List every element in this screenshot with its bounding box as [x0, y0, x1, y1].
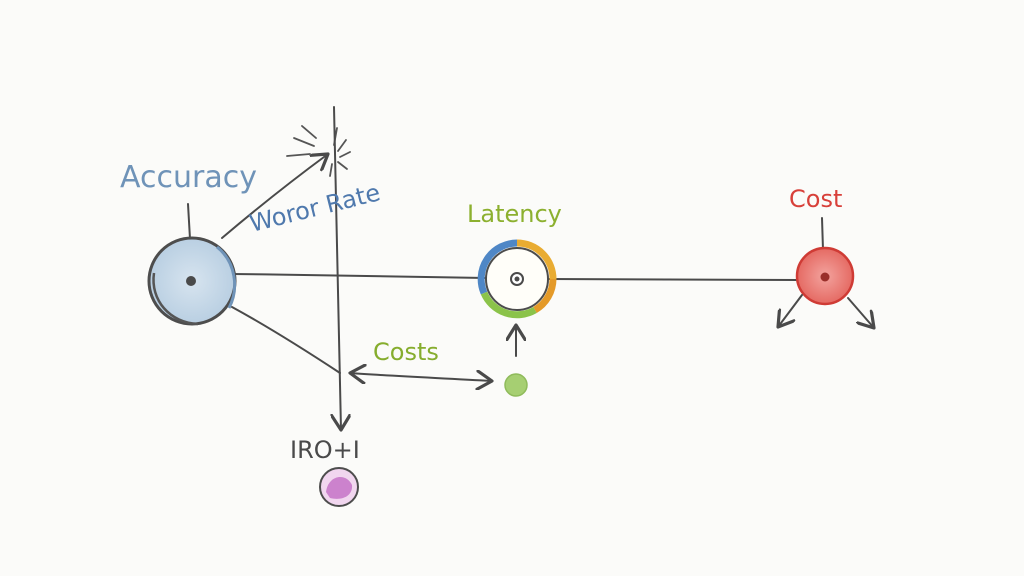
cost-label-tick: [821, 217, 824, 251]
costs-double-arrow: [350, 373, 492, 381]
accuracy-node: [147, 236, 237, 326]
vertical-axis-arrow: [334, 106, 341, 430]
latency-label: Latency: [467, 200, 562, 228]
small-green-node: [504, 373, 528, 397]
connector-latency-cost: [547, 278, 799, 281]
bottom-node-label: IRO+I: [290, 436, 360, 464]
costs-label: Costs: [373, 338, 439, 366]
magenta-node: [319, 467, 359, 507]
error-rate-label: Woror Rate: [247, 178, 383, 237]
error-rate-burst: [286, 125, 351, 177]
connector-accuracy-to-costs: [231, 306, 341, 374]
accuracy-label-tick: [187, 203, 191, 240]
cost-label: Cost: [789, 185, 842, 213]
cost-node: [778, 246, 874, 328]
connector-accuracy-latency: [231, 273, 487, 279]
latency-node: [477, 239, 557, 319]
arrow-accuracy-to-error-rate: [221, 154, 328, 239]
accuracy-label: Accuracy: [120, 160, 257, 195]
